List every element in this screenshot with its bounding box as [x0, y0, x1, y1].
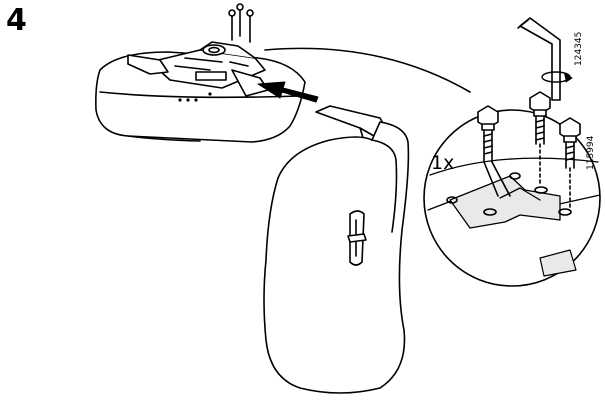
quantity-label: 1x [431, 152, 455, 174]
bolt-icon [477, 105, 511, 197]
detail-callout [423, 109, 601, 287]
insert-arrow [257, 81, 319, 103]
bolt-icon [529, 91, 551, 187]
bolt-icon [559, 117, 581, 209]
step-number: 4 [6, 3, 27, 38]
mechanism-plate [127, 41, 269, 97]
part-number-bolt: 115994 [586, 135, 596, 170]
screws-top [228, 3, 254, 43]
allen-key-icon [517, 17, 573, 101]
callout-arc [264, 47, 471, 93]
backrest-illustration [263, 105, 410, 394]
part-number-allen-key: 124345 [574, 31, 584, 66]
